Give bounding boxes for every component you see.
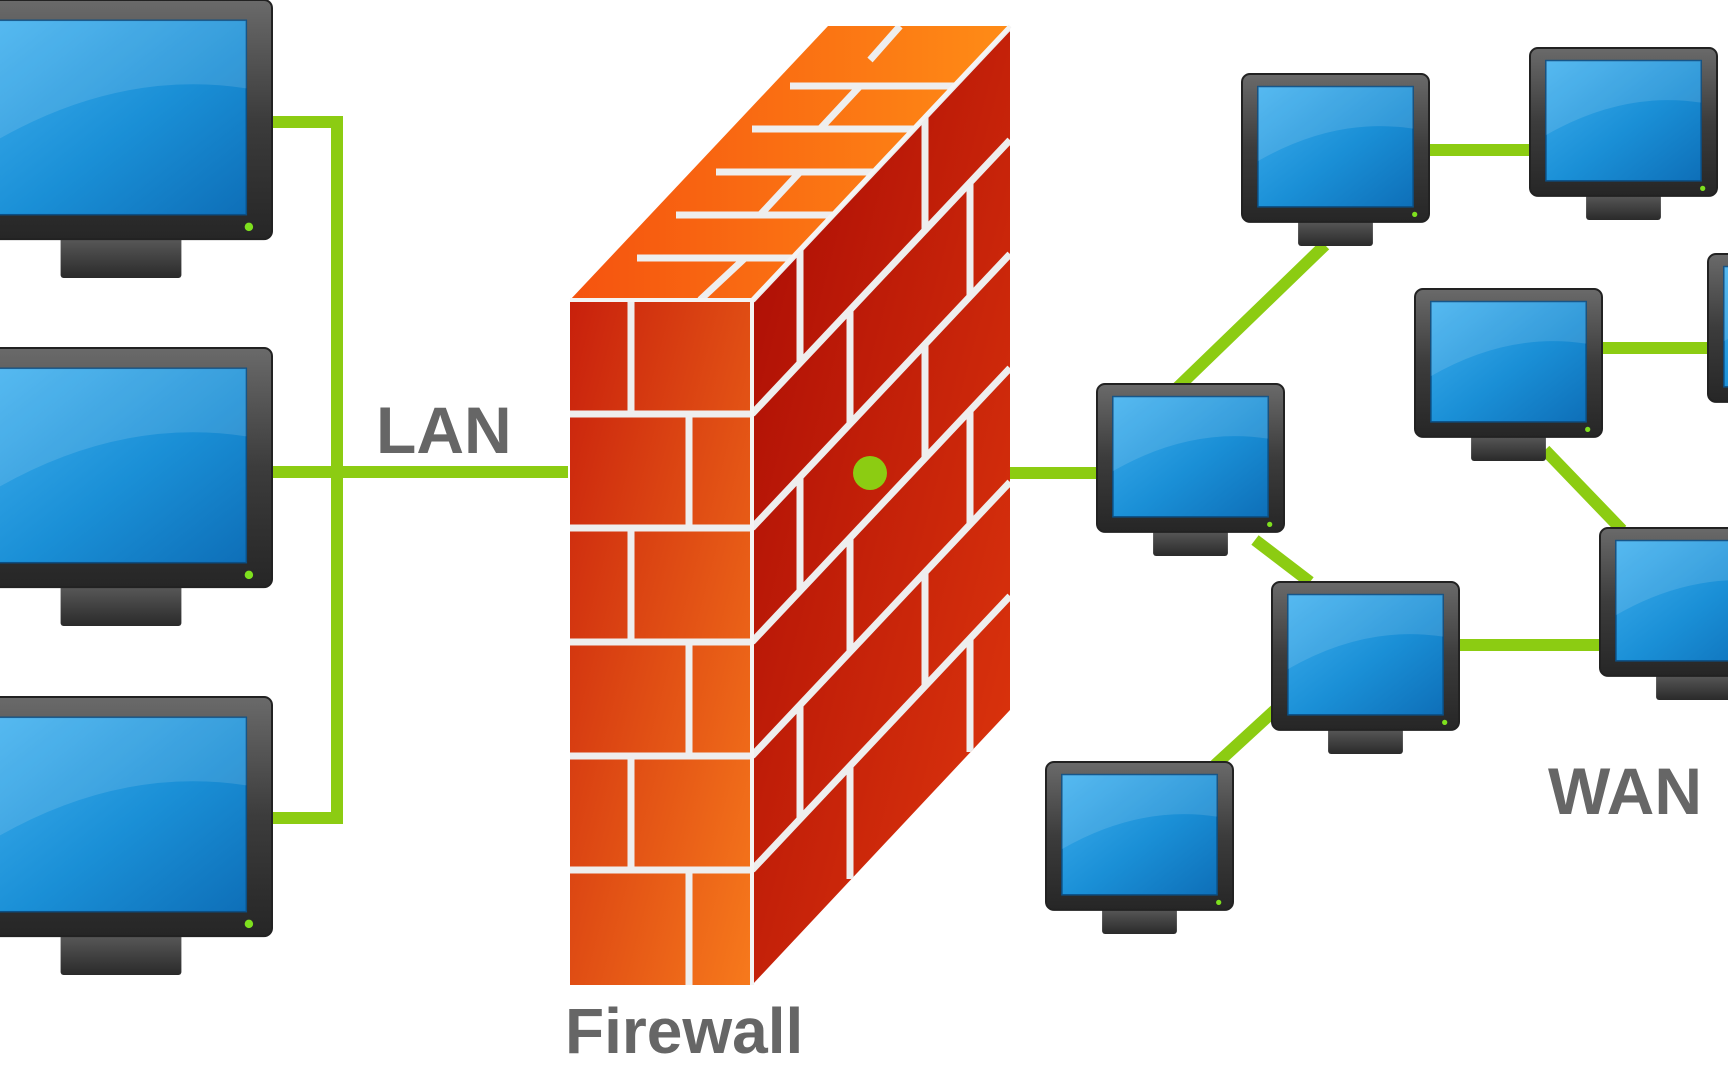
- monitor-icon: [1271, 581, 1460, 754]
- wan-link-c: [1251, 535, 1314, 587]
- computer-nodes: [0, 0, 1728, 975]
- monitor-icon: [0, 696, 273, 975]
- wan-link-e: [1210, 705, 1280, 770]
- wan-link-f: [1540, 445, 1627, 535]
- power-led: [1585, 426, 1591, 432]
- monitor-icon: [1414, 288, 1603, 461]
- power-led: [244, 919, 254, 929]
- monitor-icon: [1241, 73, 1430, 246]
- monitor-icon: [0, 0, 273, 278]
- monitor-icon: [1045, 761, 1234, 934]
- power-led: [244, 222, 254, 232]
- wan-label: WAN: [1548, 754, 1702, 828]
- power-led: [1216, 899, 1222, 905]
- power-led: [244, 570, 254, 580]
- monitor-icon: [0, 347, 273, 626]
- firewall-port: [853, 456, 887, 490]
- monitor-icon: [1096, 383, 1285, 556]
- power-led: [1442, 719, 1448, 725]
- monitor-icon: [1599, 527, 1728, 700]
- firewall-label: Firewall: [565, 995, 803, 1067]
- wan-link-a: [1170, 240, 1330, 395]
- brick-wall-icon: [570, 24, 1012, 985]
- monitor-icon: [1707, 253, 1728, 403]
- lan-label: LAN: [376, 393, 512, 467]
- power-led: [1267, 521, 1273, 527]
- power-led: [1412, 211, 1418, 217]
- monitor-icon: [1529, 47, 1718, 220]
- power-led: [1700, 185, 1706, 191]
